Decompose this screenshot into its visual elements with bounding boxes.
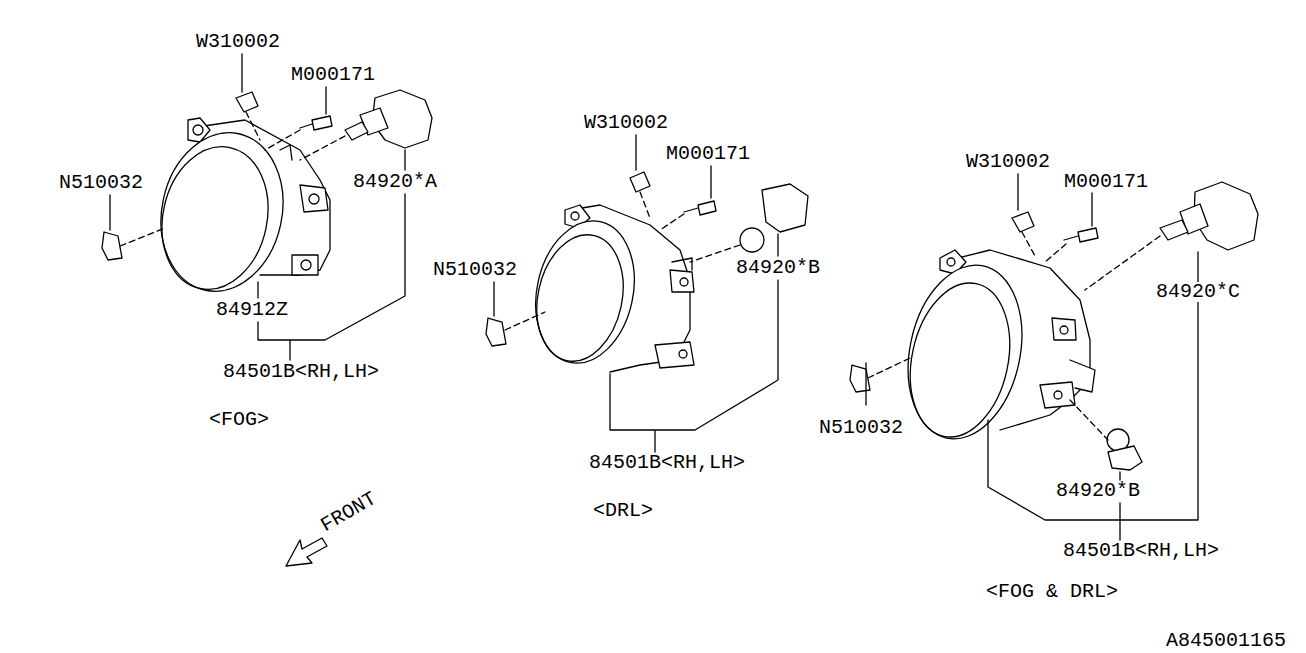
callout-number: N510032 xyxy=(58,173,144,193)
callout-number: N510032 xyxy=(432,260,518,280)
direction-label: FRONT xyxy=(317,488,381,536)
callout-number: 84501B<RH,LH> xyxy=(588,453,746,473)
callout-number: <DRL> xyxy=(592,501,654,521)
fog-drl-lamp xyxy=(850,174,1258,540)
diagram-id: A845001165 xyxy=(1165,631,1287,651)
callout-number: 84912Z xyxy=(215,300,289,320)
callout-number: N510032 xyxy=(818,418,904,438)
callout-number: <FOG> xyxy=(208,410,270,430)
callout-number: W310002 xyxy=(965,152,1051,172)
callout-number: 84501B<RH,LH> xyxy=(222,362,380,382)
callout-number: 84920*C xyxy=(1155,282,1241,302)
callout-number: W310002 xyxy=(195,32,281,52)
callout-number: 84920*B xyxy=(735,258,821,278)
callout-number: 84501B<RH,LH> xyxy=(1062,541,1220,561)
callout-number: M000171 xyxy=(1063,172,1149,192)
callout-number: M000171 xyxy=(290,65,376,85)
callout-number: M000171 xyxy=(665,144,751,164)
callout-number: 84920*B xyxy=(1055,481,1141,501)
callout-number: 84920*A xyxy=(352,172,438,192)
drl-lamp xyxy=(486,135,808,452)
callout-number: <FOG & DRL> xyxy=(985,582,1119,602)
front-arrow xyxy=(286,538,327,566)
callout-number: W310002 xyxy=(583,113,669,133)
fog-lamp xyxy=(102,54,432,360)
